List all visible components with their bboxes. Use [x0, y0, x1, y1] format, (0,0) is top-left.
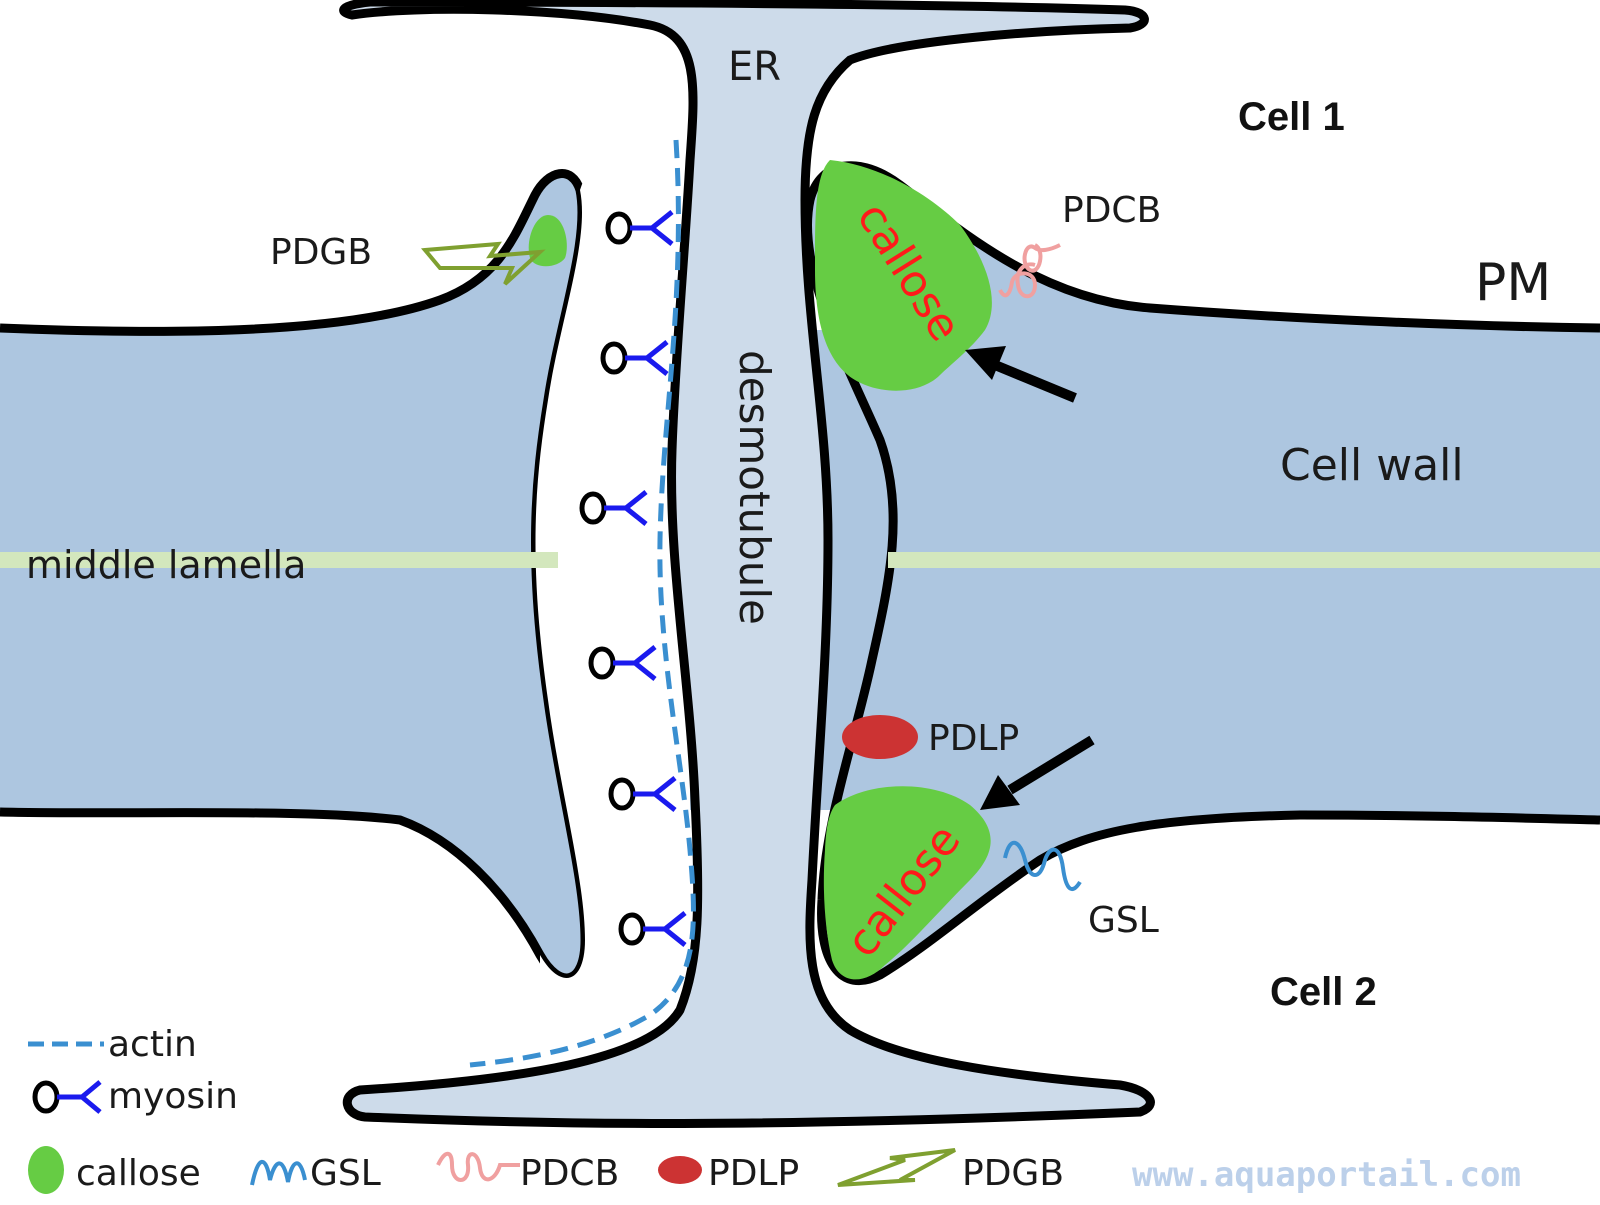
legend-pdlp-label: PDLP [708, 1153, 799, 1194]
callose-top [815, 160, 992, 391]
legend-gsl: GSL [250, 1153, 381, 1194]
legend-pdgb-label: PDGB [962, 1153, 1064, 1194]
myosin-1 [605, 210, 674, 246]
callose-bottom [823, 786, 991, 980]
label-pdgb: PDGB [270, 232, 372, 273]
legend-gsl-label: GSL [310, 1153, 381, 1194]
myosin-symbols [579, 210, 687, 947]
myosin-2 [600, 340, 669, 376]
legend-myosin: myosin [32, 1076, 238, 1117]
label-cell1: Cell 1 [1238, 95, 1345, 139]
myosin-5 [608, 776, 677, 812]
label-cell2: Cell 2 [1270, 970, 1377, 1014]
cytoplasmic-sleeve-left [535, 120, 690, 1000]
arrow-bottom [980, 735, 1095, 810]
label-pm: PM [1475, 253, 1551, 313]
legend-actin-label: actin [108, 1024, 197, 1065]
label-pdlp: PDLP [928, 718, 1019, 759]
label-pdcb: PDCB [1062, 190, 1161, 231]
label-er: ER [728, 44, 781, 90]
legend-actin: actin [28, 1024, 197, 1065]
myosin-4 [588, 645, 657, 681]
actin-filament [469, 139, 696, 1068]
label-middle-lamella: middle lamella [26, 543, 306, 587]
pdgb-symbol [420, 241, 546, 286]
myosin-3 [579, 490, 648, 526]
label-gsl: GSL [1088, 900, 1159, 941]
legend-pdlp: PDLP [658, 1153, 799, 1194]
label-desmotubule: desmotubule [730, 350, 779, 625]
legend-callose: callose [28, 1146, 201, 1194]
legend-callose-label: callose [76, 1153, 201, 1194]
pdcb-symbol [998, 243, 1061, 299]
legend-pdgb: PDGB [837, 1148, 1064, 1194]
pdlp-symbol [842, 715, 918, 759]
legend-pdcb-label: PDCB [520, 1153, 619, 1194]
legend-pdcb: PDCB [436, 1151, 619, 1194]
middle-lamella-right [888, 552, 1600, 568]
watermark: www.aquaportail.com [1132, 1155, 1521, 1195]
er-desmotubule [339, 0, 1155, 1129]
arrow-top [965, 346, 1077, 403]
label-cell-wall: Cell wall [1280, 440, 1464, 491]
myosin-6 [618, 911, 687, 947]
middle-lamella-left [0, 552, 558, 568]
gsl-symbol [1003, 840, 1082, 892]
legend-myosin-label: myosin [108, 1076, 238, 1117]
